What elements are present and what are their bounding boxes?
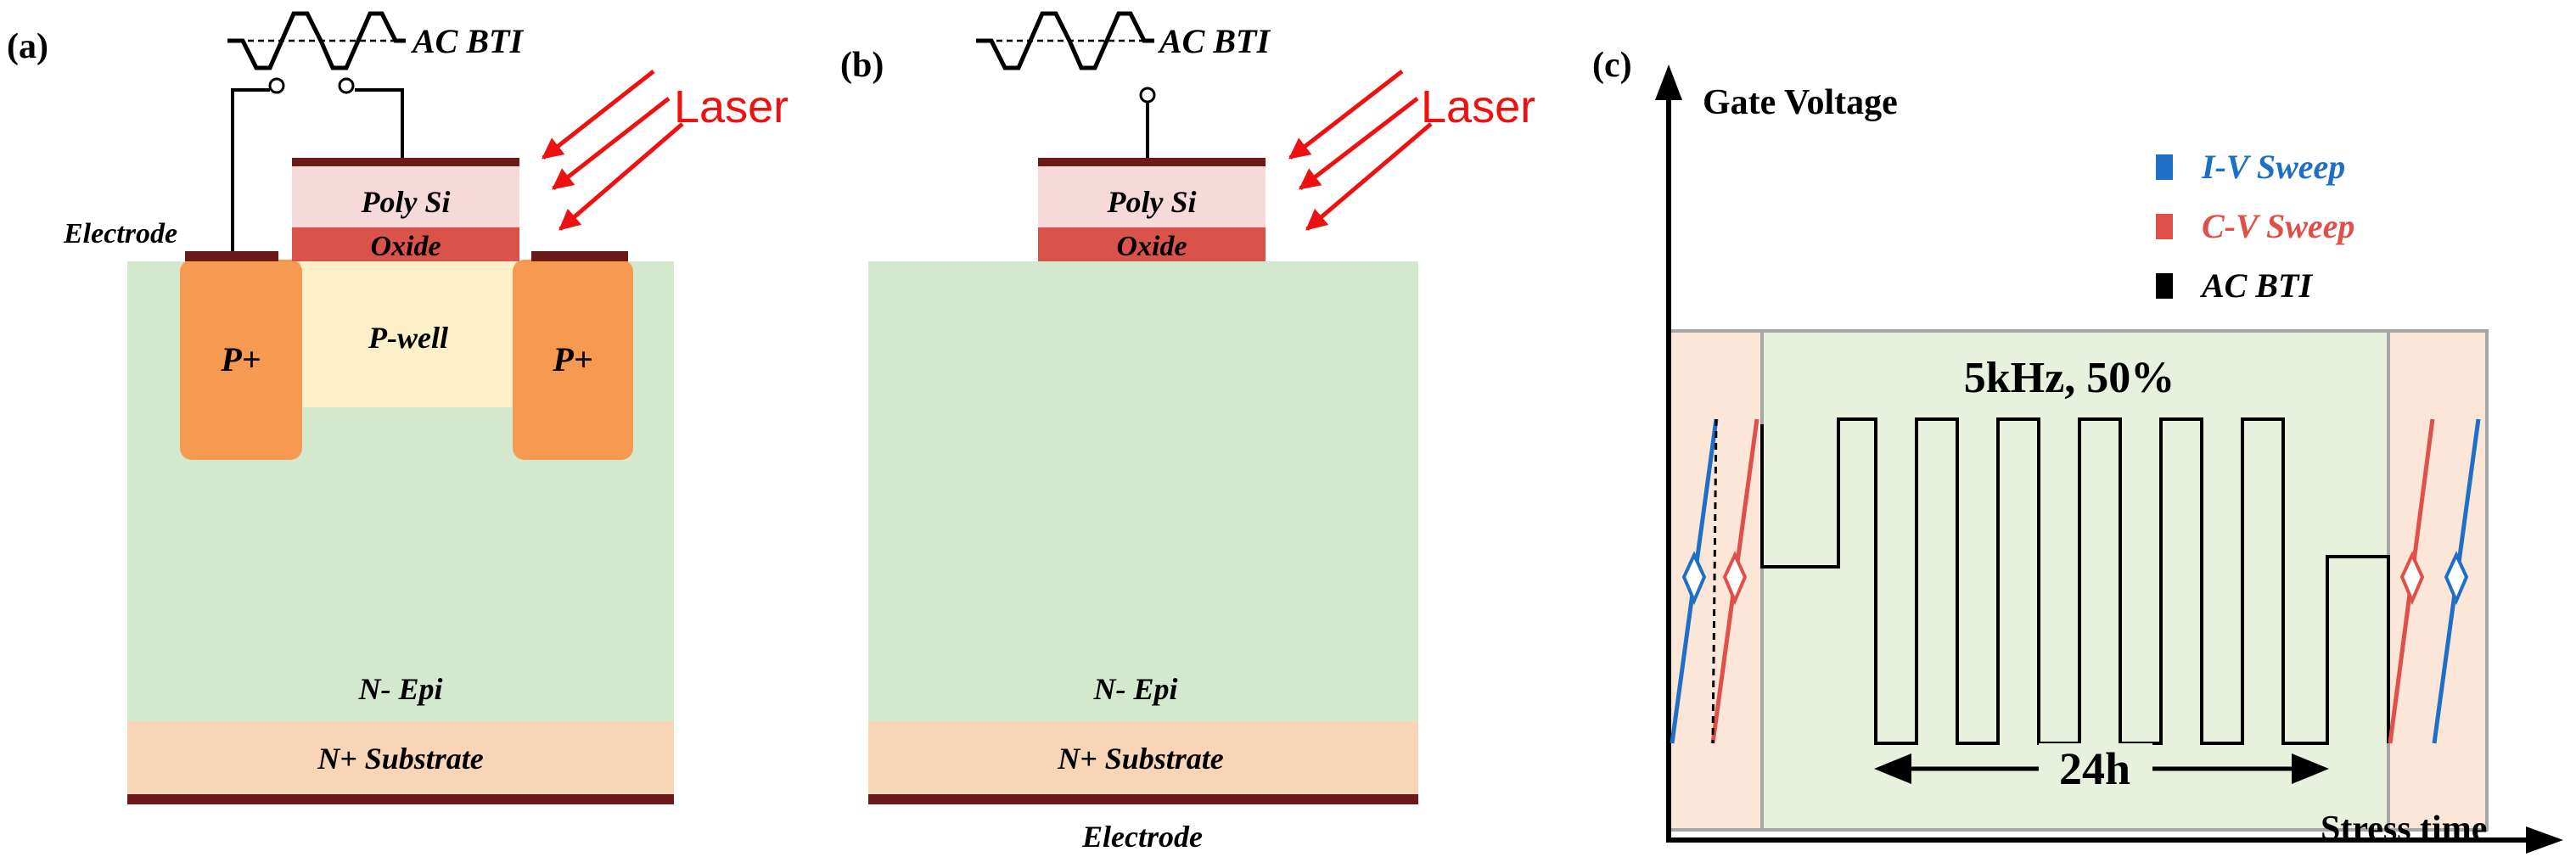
terminal-right (338, 77, 355, 94)
terminal-left (268, 77, 285, 94)
panel-c: (c) Gate Voltage Stress time I-V Sweep C… (1592, 46, 2563, 854)
cv-diamond-left (1722, 551, 1748, 606)
duration-label-bg (2039, 743, 2152, 794)
poly-si-layer (292, 166, 519, 227)
n-substrate-label: N+ Substrate (1057, 742, 1224, 776)
gate-wire (355, 88, 404, 158)
legend-iv-marker (2156, 154, 2173, 180)
n-epi-label: N- Epi (1093, 672, 1178, 706)
ac-bti-label: AC BTI (1157, 22, 1271, 60)
electrode-right (531, 251, 628, 261)
oxide-label: Oxide (370, 231, 441, 262)
duration-arrowhead-left (1874, 753, 1911, 784)
iv-diamond-right (2444, 551, 2469, 606)
n-epi-layer (868, 261, 1418, 721)
panel-b-label: (b) (840, 46, 884, 85)
frequency-label: 5kHz, 50% (1964, 354, 2175, 402)
panel-a: (a) Poly Si Oxide Electrode P+ P+ P-well… (7, 11, 789, 804)
bottom-electrode-strip (127, 794, 674, 804)
y-axis-label: Gate Voltage (1703, 83, 1898, 122)
electrode-label: Electrode (63, 218, 177, 249)
p-plus-left-region (180, 260, 302, 460)
laser-arrows (1288, 70, 1433, 231)
poly-si-layer (1038, 166, 1266, 227)
measure-region-left (1669, 331, 1762, 830)
legend-cv-marker (2156, 214, 2173, 239)
ac-wave-icon (976, 11, 1154, 70)
n-substrate-layer (868, 721, 1418, 794)
oxide-label: Oxide (1116, 231, 1187, 262)
electrode-label: Electrode (1081, 820, 1203, 854)
oxide-layer (1038, 227, 1266, 261)
panel-b: (b) Poly Si Oxide N- Epi N+ Substrate El… (840, 11, 1535, 854)
p-well-label: P-well (368, 321, 448, 355)
iv-diamond-left (1681, 551, 1707, 606)
gate-electrode-strip (292, 158, 519, 166)
laser-label: Laser (1421, 81, 1535, 132)
legend-iv-label: I-V Sweep (2201, 148, 2345, 186)
legend-ac-marker (2156, 273, 2173, 299)
laser-arrows (542, 70, 684, 231)
gate-electrode-strip (1038, 158, 1266, 166)
gate-terminal (1139, 87, 1156, 104)
poly-si-label: Poly Si (1107, 185, 1197, 219)
legend-ac-label: AC BTI (2199, 266, 2313, 305)
n-substrate-layer (127, 721, 674, 794)
bottom-electrode-strip (868, 794, 1418, 804)
electrode-left (185, 251, 278, 261)
ac-bti-label: AC BTI (410, 22, 524, 60)
panel-c-label: (c) (1592, 46, 1632, 85)
ac-wave-icon (227, 11, 406, 70)
panel-a-label: (a) (7, 27, 48, 66)
p-plus-left-label: P+ (220, 340, 261, 378)
ac-bti-dashed-left (1711, 418, 1718, 744)
laser-label: Laser (674, 81, 789, 132)
n-epi-label: N- Epi (358, 672, 443, 706)
y-axis-arrowhead (1655, 64, 1682, 100)
duration-arrowhead-right (2292, 753, 2329, 784)
source-wire (231, 88, 270, 251)
p-plus-right-label: P+ (552, 340, 592, 378)
duration-label: 24h (2059, 743, 2130, 794)
p-well-region (300, 261, 516, 407)
p-plus-right-region (513, 260, 633, 460)
n-substrate-label: N+ Substrate (317, 742, 484, 776)
x-axis-label: Stress time (2321, 809, 2487, 849)
cv-diamond-right (2399, 551, 2425, 606)
x-axis-arrowhead (2526, 826, 2563, 854)
oxide-layer (292, 227, 519, 261)
legend-cv-label: C-V Sweep (2202, 207, 2354, 245)
ac-bti-square-wave (1760, 417, 2390, 745)
poly-si-label: Poly Si (361, 185, 451, 219)
